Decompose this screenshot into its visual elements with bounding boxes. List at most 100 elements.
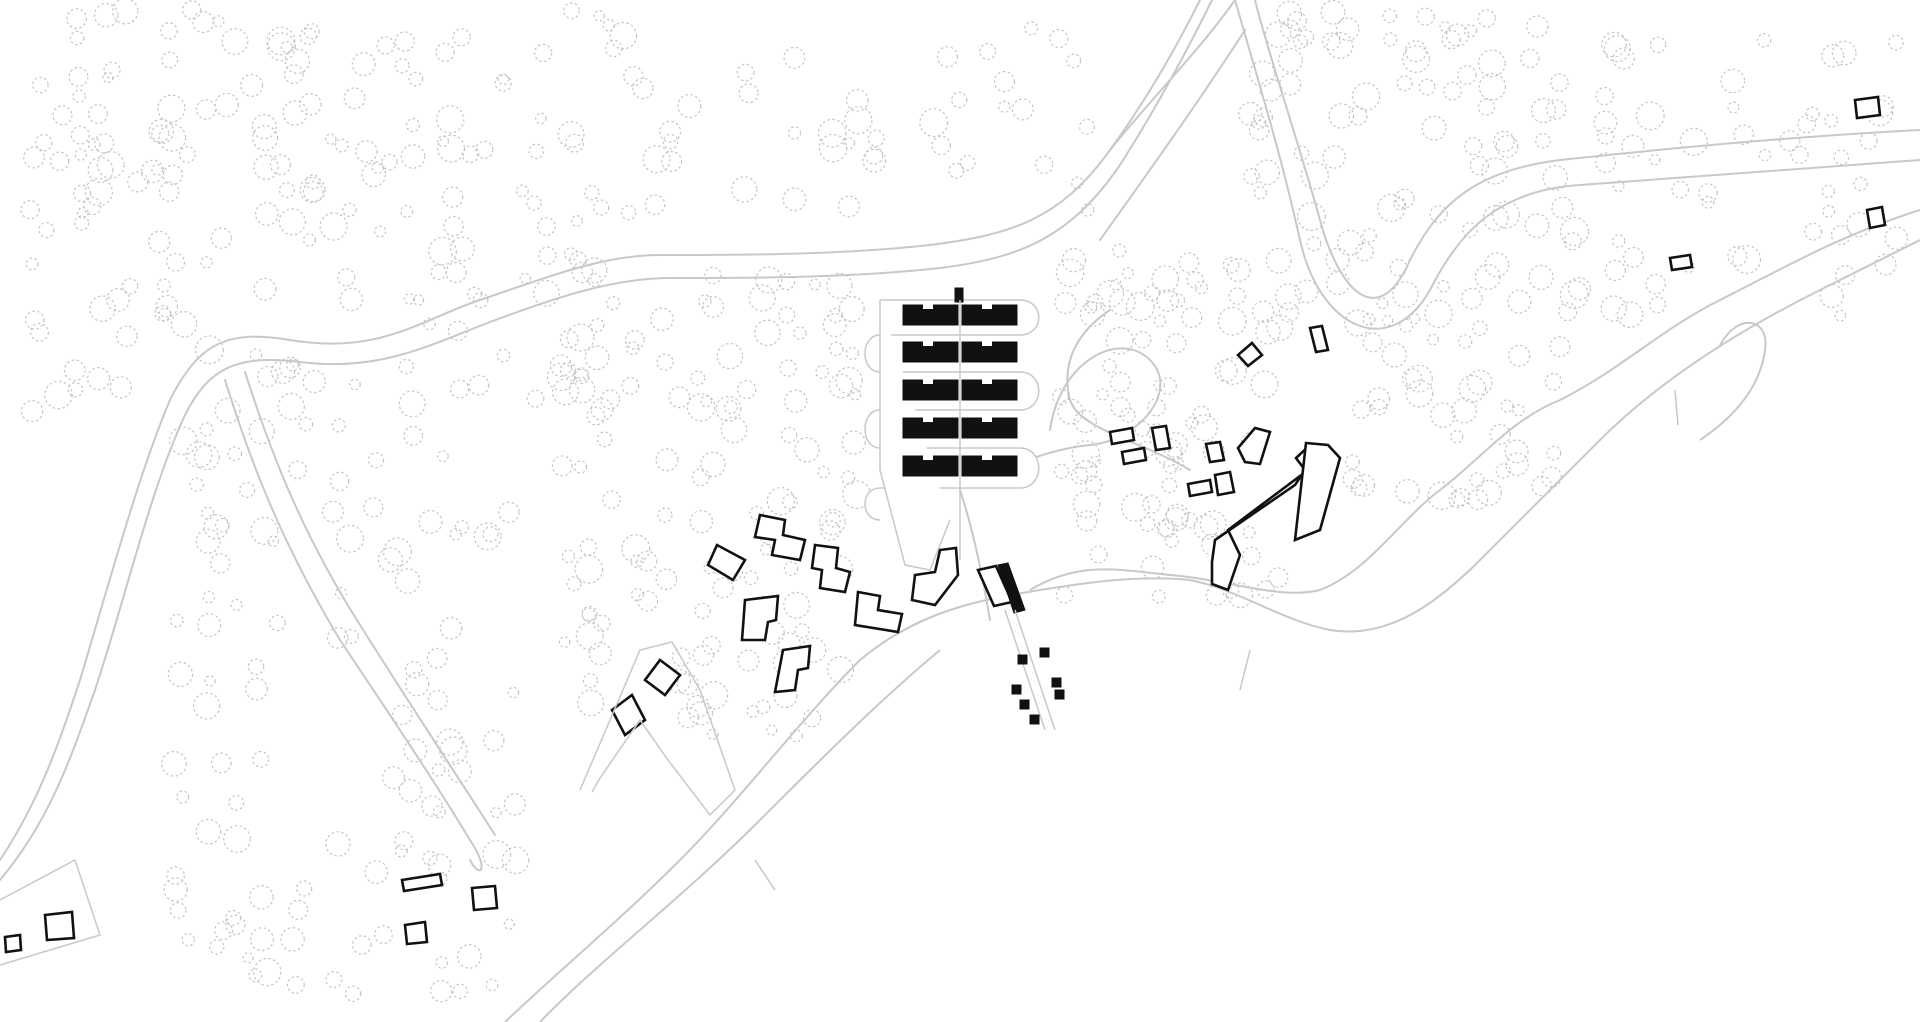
tree-circle <box>195 528 221 554</box>
tree-circle <box>588 642 612 666</box>
tree-circle <box>602 18 616 32</box>
tree-circle <box>1611 234 1626 248</box>
tree-circle <box>1024 21 1039 36</box>
tree-circle <box>931 135 951 156</box>
tree-circle <box>1526 15 1549 38</box>
tree-circle <box>1477 98 1496 116</box>
tree-circle <box>214 92 239 118</box>
tree-circle <box>1120 492 1150 522</box>
tree-circle <box>936 46 959 68</box>
tree-circle <box>1297 29 1315 46</box>
tree-circle <box>1871 95 1894 118</box>
tree-circle <box>302 233 317 247</box>
building-outline <box>403 920 429 946</box>
tree-circle <box>1441 29 1461 50</box>
tree-circle <box>371 161 385 174</box>
branch-road-left-outer <box>224 379 483 872</box>
tree-circle <box>1505 452 1529 476</box>
tree-circle <box>559 361 576 378</box>
tree-circle <box>1248 60 1276 87</box>
lower-shore-edge <box>539 649 941 1022</box>
tree-circle <box>1819 283 1844 309</box>
tree-circle <box>326 627 349 649</box>
tree-circle <box>1492 200 1520 229</box>
building-outline <box>1108 426 1136 446</box>
tree-circle <box>1635 101 1665 131</box>
tree-circle <box>1322 145 1346 169</box>
tree-circle <box>1504 439 1529 464</box>
tree-circle <box>32 76 49 94</box>
tree-circle <box>1507 289 1532 314</box>
tree-circle <box>1427 481 1457 511</box>
tree-circle <box>1342 468 1363 490</box>
tree-circle <box>1066 53 1082 69</box>
tree-circle <box>1833 149 1850 166</box>
building-outline <box>3 933 23 954</box>
tree-circle <box>1595 152 1616 174</box>
tree-circle <box>1542 164 1569 191</box>
tree-circle <box>1469 155 1490 176</box>
tree-circle <box>1151 265 1180 293</box>
tree-circle <box>433 871 448 886</box>
tree-circle <box>566 576 582 592</box>
tree-circle <box>557 120 585 148</box>
tree-circle <box>178 146 196 164</box>
tree-circle <box>1733 124 1754 145</box>
tree-circle <box>450 379 470 399</box>
tree-circle <box>490 806 502 819</box>
tree-circle <box>1344 309 1372 337</box>
tree-circle <box>1140 555 1165 580</box>
tree-circle <box>1469 472 1485 488</box>
tree-circle <box>443 215 464 237</box>
pier-hut <box>1054 689 1065 700</box>
tree-circle <box>1055 258 1085 288</box>
tree-circle <box>549 354 573 377</box>
tree-circle <box>483 730 505 752</box>
tree-circle <box>1445 23 1470 47</box>
shoreline-main <box>504 239 1920 1022</box>
tree-circle <box>574 368 590 384</box>
tree-circle <box>472 292 489 309</box>
tree-circle <box>383 537 413 567</box>
tree-circle <box>671 647 691 667</box>
tree-circle <box>1277 48 1303 73</box>
tree-circle <box>1381 342 1407 368</box>
tree-circle <box>253 957 282 987</box>
tree-circle <box>759 543 772 556</box>
tree-circle <box>1159 377 1177 395</box>
tree-circle <box>185 441 213 469</box>
tree-circle <box>192 11 215 34</box>
tree-circle <box>1395 478 1420 504</box>
tree-circle <box>959 154 976 171</box>
tree-circle <box>449 528 463 541</box>
tree-circle <box>343 87 366 110</box>
tree-circle <box>283 64 304 85</box>
tree-circle <box>1306 236 1322 252</box>
tree-circle <box>1884 226 1908 250</box>
tree-circle <box>1439 21 1451 33</box>
tree-circle <box>605 296 621 311</box>
tree-circle <box>571 214 583 227</box>
tree-circle <box>951 91 968 109</box>
tree-circle <box>1109 371 1131 393</box>
tree-circle <box>1108 288 1136 316</box>
tree-circle <box>334 138 349 153</box>
tree-circle <box>1835 265 1856 286</box>
tree-circle <box>1074 460 1098 483</box>
tree-circle <box>1165 503 1189 527</box>
tree-circle <box>280 40 293 53</box>
tree-circle <box>677 93 702 119</box>
tree-circle <box>815 365 830 379</box>
tree-circle <box>526 389 545 408</box>
tree-circle <box>1153 379 1166 392</box>
tree-circle <box>1293 34 1308 49</box>
tree-circle <box>1242 525 1256 539</box>
tree-circle <box>278 208 306 236</box>
tree-circle <box>862 148 887 173</box>
tree-circle <box>225 914 246 936</box>
tree-circle <box>1450 430 1464 444</box>
terrace-unit-notch <box>982 340 992 346</box>
tree-circle <box>1194 280 1208 295</box>
tree-circle <box>642 145 671 174</box>
tree-circle <box>1600 295 1627 322</box>
